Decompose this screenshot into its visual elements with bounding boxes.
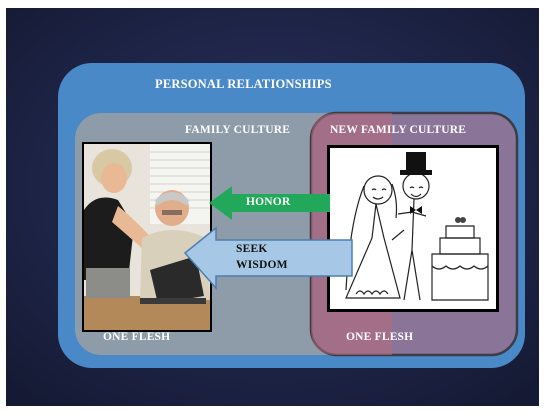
- seek-label: SEEK: [236, 243, 268, 255]
- personal-relationships-label: PERSONAL RELATIONSHIPS: [155, 77, 332, 91]
- seek-wisdom-arrow: [183, 226, 353, 290]
- new-family-culture-label: NEW FAMILY CULTURE: [330, 124, 467, 136]
- wisdom-label: WISDOM: [236, 259, 288, 271]
- honor-arrow: [209, 186, 330, 220]
- one-flesh-right-label: ONE FLESH: [346, 331, 414, 343]
- honor-label: HONOR: [246, 196, 291, 208]
- one-flesh-left-label: ONE FLESH: [103, 331, 171, 343]
- older-couple-photo: [82, 142, 212, 332]
- family-culture-label: FAMILY CULTURE: [185, 124, 291, 136]
- wedding-sketch: [327, 145, 499, 312]
